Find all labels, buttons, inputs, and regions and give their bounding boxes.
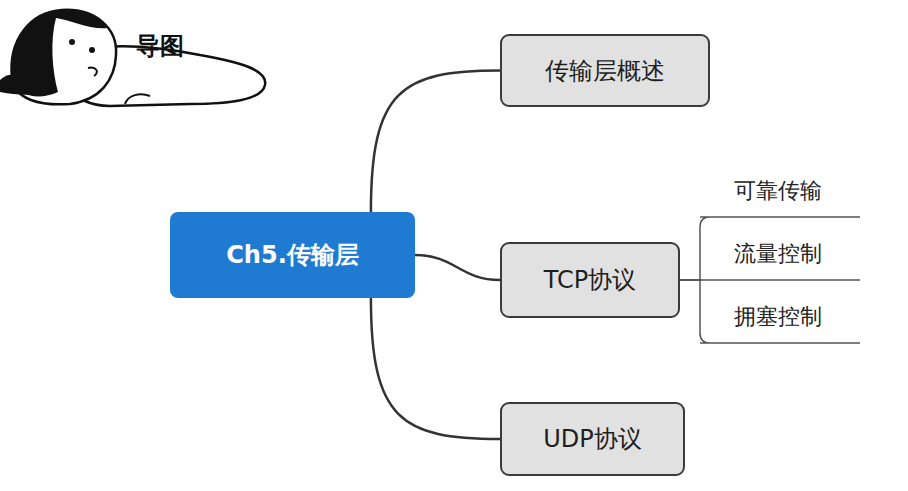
node-text: UDP协议 xyxy=(543,423,642,455)
node-text: 可靠传输 xyxy=(734,176,822,206)
node-text: 拥塞控制 xyxy=(734,302,822,332)
subtopic-item: 流量控制 xyxy=(700,233,860,280)
central-topic: Ch5.传输层 xyxy=(170,212,415,298)
branch-connector xyxy=(680,280,860,343)
title-label: 导图 xyxy=(136,30,184,62)
node-text: 流量控制 xyxy=(734,239,822,269)
subtopic-item: 可靠传输 xyxy=(700,170,860,217)
node-text: 传输层概述 xyxy=(545,55,665,87)
node-text: TCP协议 xyxy=(544,264,636,296)
topic-box: UDP协议 xyxy=(500,402,685,476)
branch-connector xyxy=(680,217,860,280)
branch-connector xyxy=(371,71,500,213)
branch-connector xyxy=(415,255,500,280)
branch-connector xyxy=(371,298,500,439)
branch-connector xyxy=(680,279,860,281)
topic-box: TCP协议 xyxy=(500,242,680,318)
node-text: Ch5.传输层 xyxy=(226,239,359,271)
topic-box: 传输层概述 xyxy=(500,34,710,107)
subtopic-item: 拥塞控制 xyxy=(700,296,860,343)
